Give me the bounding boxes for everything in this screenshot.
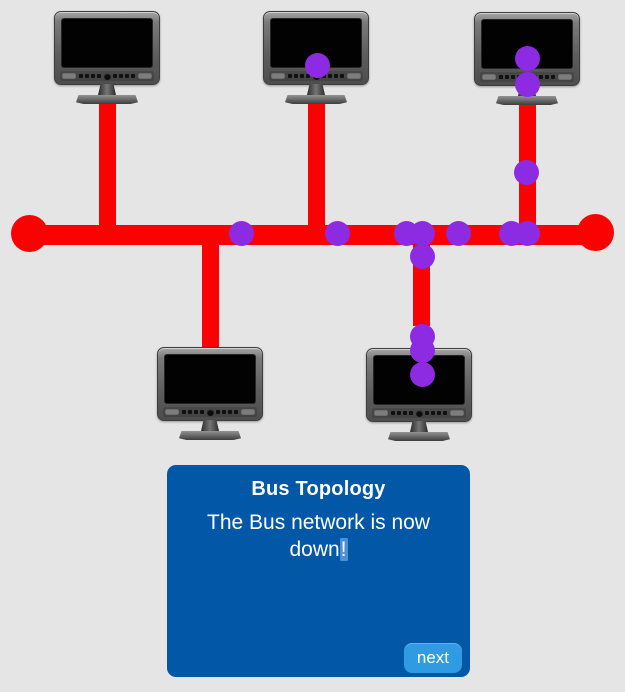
packet-dot [513, 159, 539, 185]
monitor-stand-base [285, 95, 347, 104]
monitor-buttons [216, 410, 239, 414]
monitor-buttons [287, 74, 310, 78]
monitor-buttons [181, 410, 204, 414]
drop-cable [98, 100, 116, 235]
panel-message: The Bus network is now down! [167, 510, 470, 564]
monitor-buttons [78, 74, 101, 78]
power-button [206, 408, 214, 416]
packet-dot [304, 52, 330, 78]
packet-dot [409, 243, 435, 269]
panel-title: Bus Topology [251, 478, 386, 500]
monitor-stand-base [76, 95, 138, 104]
packet-dot [409, 361, 435, 387]
packet-dot [409, 337, 435, 363]
monitor-screen [481, 19, 573, 69]
text-cursor: ! [339, 537, 348, 561]
monitor-stand-neck [201, 420, 219, 431]
message-text: The Bus network is now down [207, 511, 430, 561]
packet-dot [324, 220, 350, 246]
monitor-speaker-grille [374, 410, 388, 416]
monitor-buttons [390, 411, 413, 415]
power-button [415, 409, 423, 417]
monitor-speaker-grille [347, 73, 361, 79]
power-button [103, 72, 111, 80]
drop-cable [201, 235, 219, 347]
monitor-controls [372, 408, 466, 418]
monitor-buttons [113, 74, 136, 78]
monitor-speaker-grille [165, 409, 179, 415]
monitor-stand-base [388, 432, 450, 441]
monitor-speaker-grille [138, 73, 152, 79]
packet-dot [514, 220, 540, 246]
monitor-stand-base [496, 96, 558, 105]
monitor-stand-neck [410, 421, 428, 432]
bus-terminator [10, 214, 48, 252]
monitor-controls [60, 71, 154, 81]
monitor-stand-neck [307, 84, 325, 95]
monitor-frame [54, 11, 160, 85]
monitor-screen [61, 18, 153, 68]
monitor-stand-neck [98, 84, 116, 95]
packet-dot [228, 220, 254, 246]
monitor-speaker-grille [241, 409, 255, 415]
monitor-frame [157, 347, 263, 421]
info-panel: Bus Topology The Bus network is now down… [167, 465, 470, 677]
monitor-buttons [425, 411, 448, 415]
packet-dot [514, 71, 540, 97]
monitor-stand-base [179, 431, 241, 440]
computer-bottom-right [366, 348, 472, 441]
next-button[interactable]: next [403, 643, 462, 673]
packet-dot [409, 220, 435, 246]
monitor-speaker-grille [271, 73, 285, 79]
packet-dot [445, 220, 471, 246]
computer-bottom-left [157, 347, 263, 440]
monitor-screen [164, 354, 256, 404]
computer-top-left [54, 11, 160, 104]
monitor-speaker-grille [62, 73, 76, 79]
bus-terminator [576, 213, 614, 251]
monitor-speaker-grille [482, 74, 496, 80]
monitor-controls [163, 407, 257, 417]
monitor-speaker-grille [450, 410, 464, 416]
packet-dot [514, 45, 540, 71]
monitor-speaker-grille [558, 74, 572, 80]
drop-cable [307, 100, 325, 235]
